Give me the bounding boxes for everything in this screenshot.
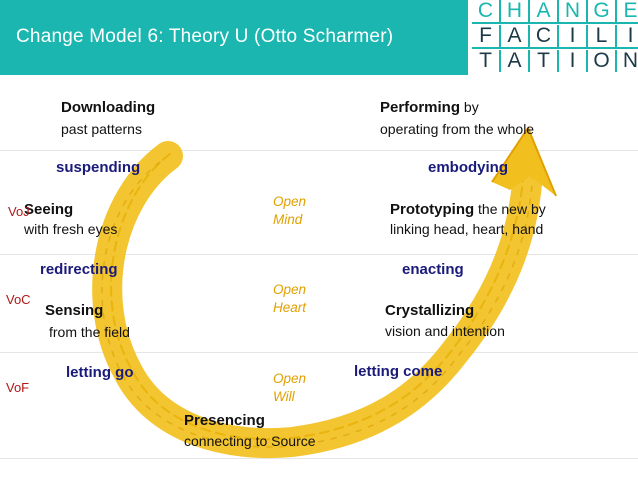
suspending-label: suspending: [56, 159, 140, 176]
open-heart-line-1: Open: [273, 281, 306, 299]
enacting-label: enacting: [402, 261, 464, 278]
voice-of-judgment-label: VoJ: [8, 204, 30, 219]
crystallizing-subtitle: vision and intention: [385, 323, 505, 339]
prototyping-title: Prototyping: [390, 201, 474, 218]
presencing-title: Presencing: [184, 412, 265, 429]
prototyping-subtitle: linking head, heart, hand: [390, 221, 543, 237]
presencing-subtitle: connecting to Source: [184, 433, 316, 449]
open-heart-line-2: Heart: [273, 299, 306, 317]
voice-of-fear-label: VoF: [6, 380, 29, 395]
letting-go-label: letting go: [66, 364, 134, 381]
downloading-subtitle: past patterns: [61, 121, 142, 137]
open-mind-label: Open Mind: [273, 193, 306, 229]
prototyping-rest: the new by: [474, 201, 546, 217]
performing-by: by: [460, 99, 479, 115]
voice-of-cynicism-label: VoC: [6, 292, 31, 307]
u-arrow-body: [107, 156, 528, 443]
downloading-title: Downloading: [61, 99, 155, 116]
performing-subtitle: operating from the whole: [380, 121, 534, 137]
seeing-title: Seeing: [24, 201, 73, 218]
seeing-subtitle: with fresh eyes: [24, 221, 117, 237]
prototyping-block: Prototyping the new by: [390, 201, 546, 218]
embodying-label: embodying: [428, 159, 508, 176]
sensing-subtitle: from the field: [49, 324, 130, 340]
open-will-label: Open Will: [273, 370, 306, 406]
open-heart-label: Open Heart: [273, 281, 306, 317]
open-will-line-1: Open: [273, 370, 306, 388]
performing-block: Performing by: [380, 99, 479, 116]
sensing-title: Sensing: [45, 302, 103, 319]
letting-come-label: letting come: [354, 363, 442, 380]
open-mind-line-2: Mind: [273, 211, 306, 229]
redirecting-label: redirecting: [40, 261, 118, 278]
open-will-line-2: Will: [273, 388, 306, 406]
crystallizing-title: Crystallizing: [385, 302, 474, 319]
open-mind-line-1: Open: [273, 193, 306, 211]
performing-title: Performing: [380, 99, 460, 116]
u-arrow-texture: [111, 154, 524, 439]
